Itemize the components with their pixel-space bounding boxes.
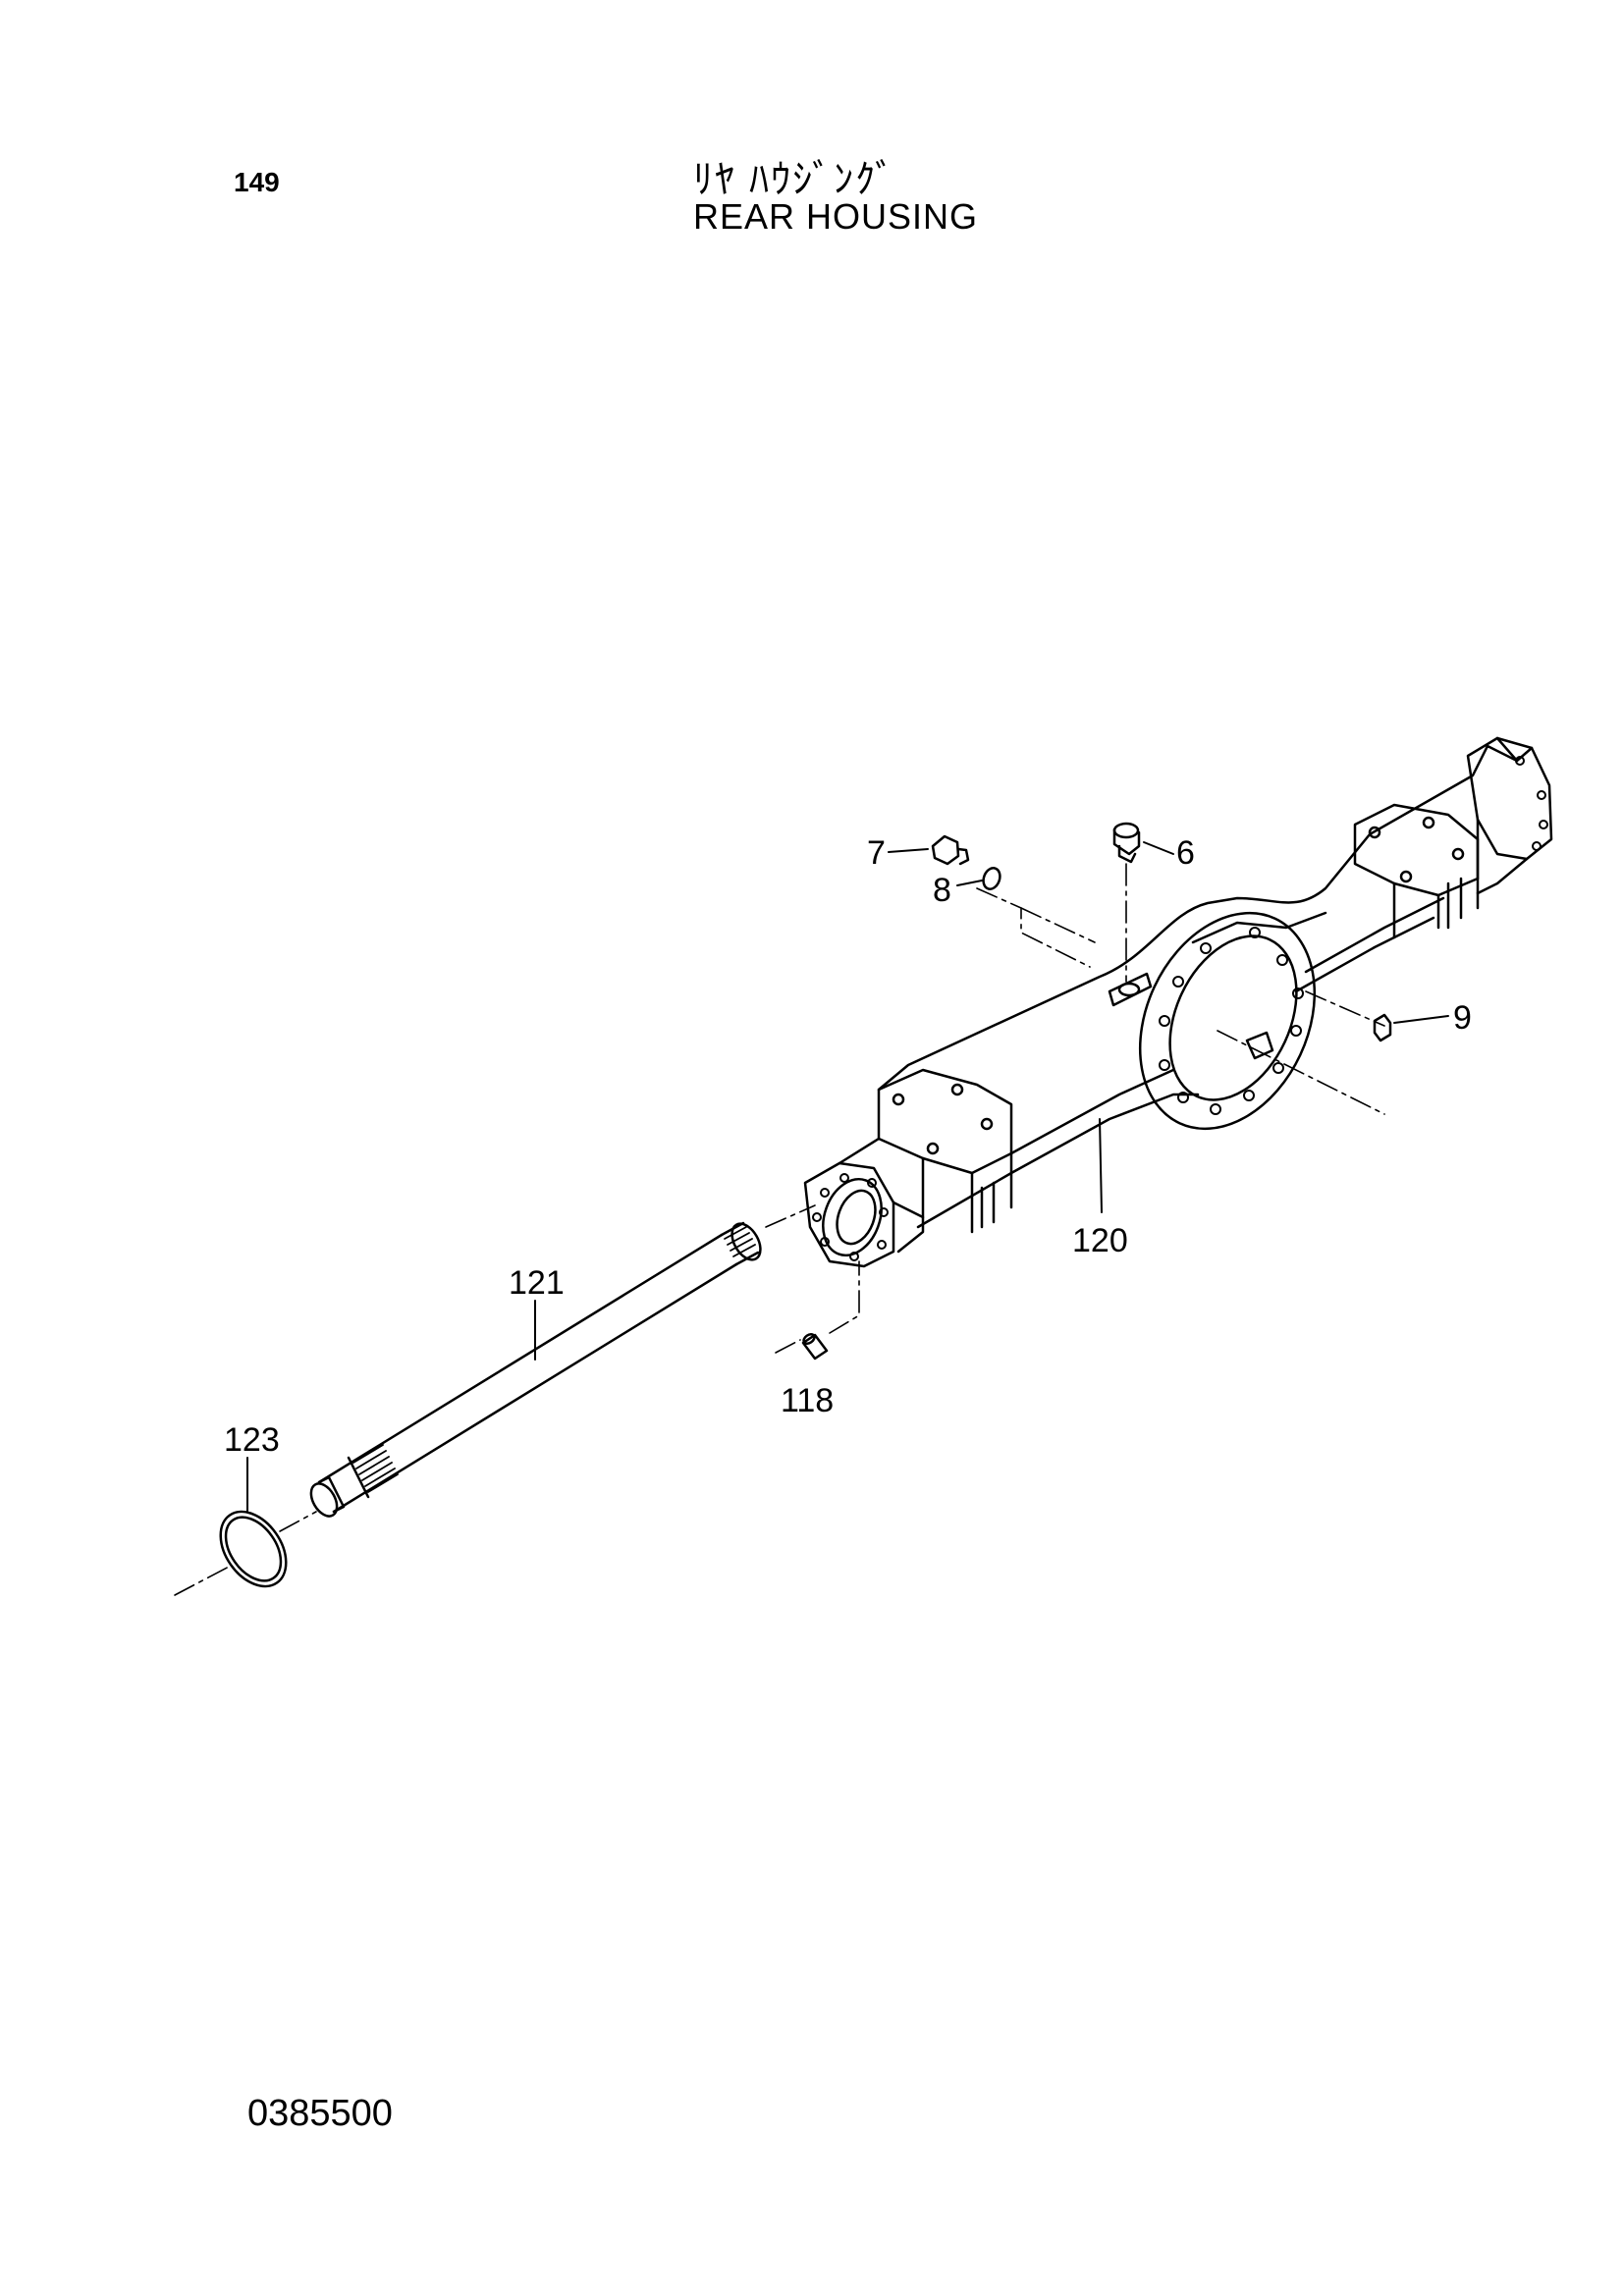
callout-8: 8 [933, 872, 951, 909]
rear-housing-120 [803, 736, 1553, 1268]
callout-121: 121 [509, 1264, 565, 1302]
title-japanese: ﾘﾔ ﾊｳｼﾞﾝｸﾞ [693, 158, 897, 201]
o-ring-8 [982, 867, 1001, 890]
callout-120: 120 [1072, 1222, 1128, 1259]
breather-6 [1112, 822, 1141, 864]
o-ring-123 [219, 1510, 288, 1588]
callout-9: 9 [1453, 999, 1472, 1037]
pin-118 [801, 1332, 829, 1361]
plug-9 [1373, 1013, 1392, 1042]
callout-123: 123 [224, 1421, 280, 1459]
axle-shaft-121 [309, 1221, 762, 1518]
callout-7: 7 [867, 834, 886, 872]
callout-118: 118 [781, 1382, 834, 1419]
title-english: REAR HOUSING [693, 196, 979, 237]
plug-7 [931, 834, 970, 866]
callout-6: 6 [1176, 834, 1195, 872]
drawing-number: 0385500 [247, 2093, 393, 2134]
page-number: 149 [234, 167, 280, 197]
